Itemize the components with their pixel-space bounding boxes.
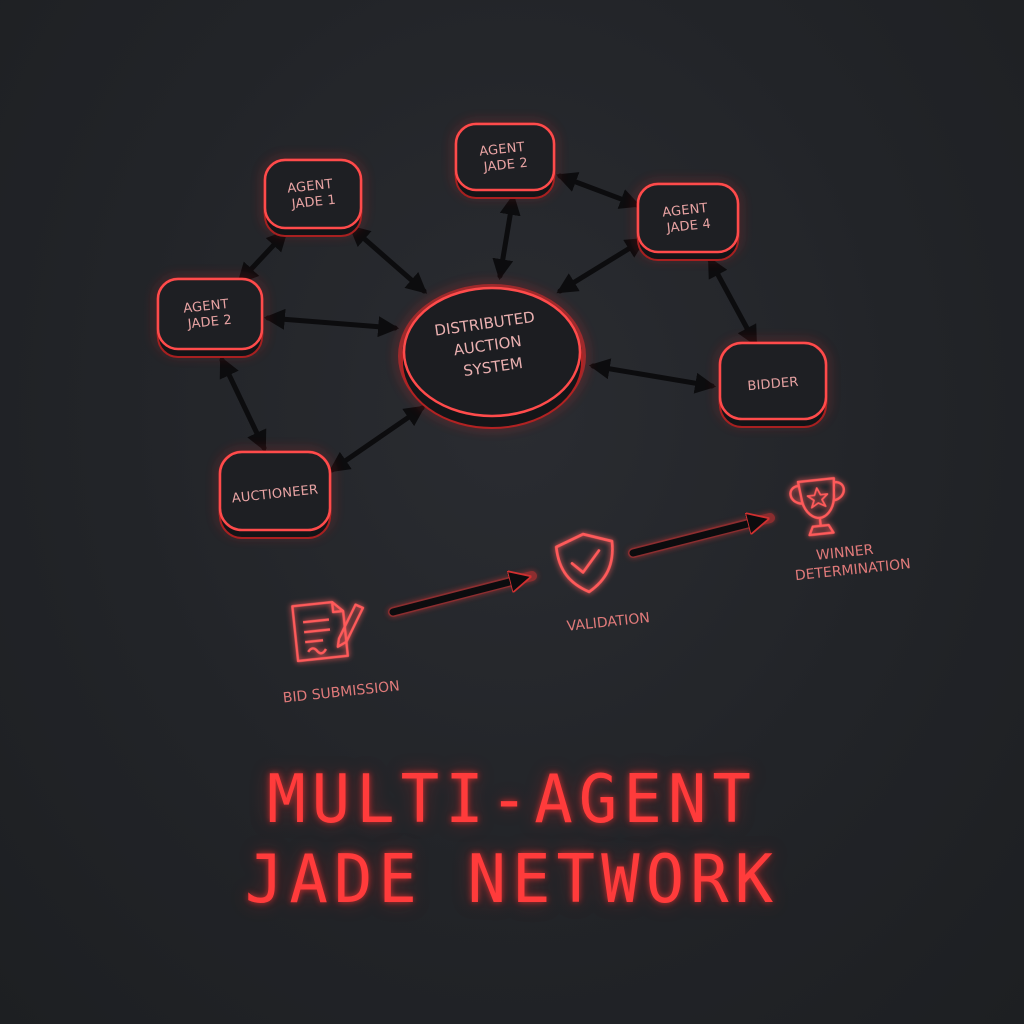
node-agent-jade-2-top: AGENT JADE 2 <box>454 122 556 199</box>
step-label-bid-submission: BID SUBMISSION <box>282 678 400 706</box>
node-label-line-2: JADE 1 <box>290 193 337 213</box>
arrow-jade4-hub <box>556 237 647 294</box>
arrow-jade2top-jade4 <box>556 172 641 209</box>
node-agent-jade-1: AGENT JADE 1 <box>263 158 363 237</box>
title-line-2: JADE NETWORK <box>244 841 780 919</box>
node-bidder: BIDDER <box>718 341 828 428</box>
node-label-line-2: JADE 2 <box>186 313 233 333</box>
svg-text:BIDDER: BIDDER <box>747 375 799 394</box>
arrow-jade2left-hub <box>263 308 400 338</box>
arrow-jade2top-hub <box>492 193 521 281</box>
node-label-line-1: AGENT <box>662 201 709 221</box>
svg-text:AGENT JADE 1: AGENT JADE 1 <box>287 176 340 212</box>
svg-text:AGENT JADE 2: AGENT JADE 2 <box>183 296 236 332</box>
arrow-jade2left-auctioneer <box>219 356 267 452</box>
node-label-line-1: AGENT <box>479 140 526 160</box>
svg-text:AGENT JADE 4: AGENT JADE 4 <box>662 200 715 236</box>
node-agent-jade-4: AGENT JADE 4 <box>636 182 740 261</box>
arrow-auctioneer-hub <box>328 405 426 473</box>
hub-node: DISTRIBUTED AUCTION SYSTEM <box>398 284 586 429</box>
document-pen-icon <box>291 600 365 663</box>
shield-check-icon <box>554 532 614 594</box>
process-arrows <box>388 518 775 617</box>
node-agent-jade-2-left: AGENT JADE 2 <box>156 277 264 358</box>
svg-text:WINNER DETERMINATION: WINNER DETERMINATION <box>792 538 911 584</box>
node-auctioneer: AUCTIONEER <box>218 450 332 539</box>
arrow-hub-bidder <box>588 358 717 394</box>
step-label-winner-line-1: WINNER <box>815 542 874 564</box>
arrow-jade1-jade2left <box>237 229 288 285</box>
page-title: MULTI-AGENT JADE NETWORK <box>0 760 1024 920</box>
title-line-1: MULTI-AGENT <box>267 761 757 839</box>
step-label-winner-line-2: DETERMINATION <box>794 556 911 584</box>
connectors <box>219 172 758 473</box>
node-label-line-1: BIDDER <box>747 375 799 394</box>
arrow-jade1-hub <box>348 225 428 294</box>
arrow-jade4-bidder <box>707 256 758 347</box>
step-label-validation: VALIDATION <box>566 610 651 635</box>
node-label-line-1: AGENT <box>287 177 334 197</box>
node-label-line-2: JADE 4 <box>665 217 712 237</box>
svg-text:AGENT JADE 2: AGENT JADE 2 <box>479 139 532 175</box>
node-label-line-1: AGENT <box>183 297 230 317</box>
trophy-icon <box>789 476 846 537</box>
node-label-line-2: JADE 2 <box>482 156 529 176</box>
